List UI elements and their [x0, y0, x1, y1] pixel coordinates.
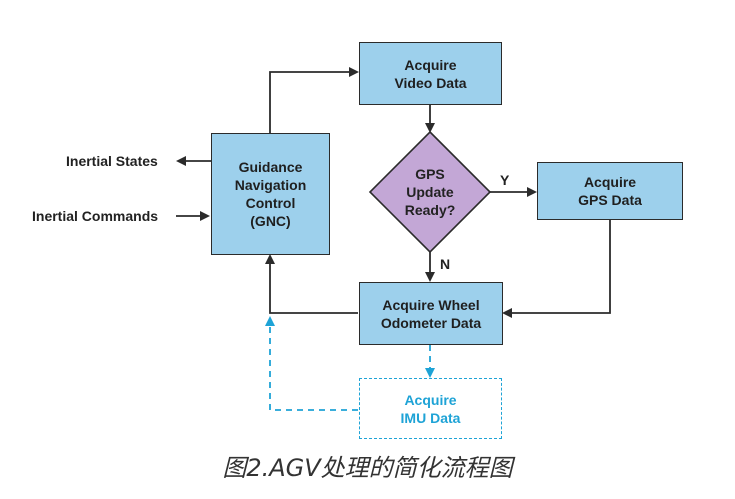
imu-data-box: Acquire IMU Data	[359, 378, 502, 439]
gps-decision-diamond	[368, 130, 492, 254]
gps-decision-label: GPS Update Ready?	[404, 166, 456, 218]
inertial-states-label: Inertial States	[66, 153, 158, 169]
figure-caption: 图2.AGV处理的简化流程图	[222, 454, 513, 482]
arrow-wheel-to-gnc	[265, 254, 358, 314]
arrow-gps-to-wheel	[502, 220, 611, 318]
gps-data-box: Acquire GPS Data	[537, 162, 683, 220]
yes-label: Y	[500, 172, 510, 188]
wheel-odometer-box: Acquire Wheel Odometer Data	[359, 282, 503, 345]
video-data-box: Acquire Video Data	[359, 42, 502, 105]
arrow-gnc-to-video	[269, 67, 359, 133]
gnc-box: Guidance Navigation Control (GNC)	[211, 133, 330, 255]
inertial-commands-label: Inertial Commands	[32, 208, 159, 224]
no-label: N	[440, 256, 451, 272]
dashed-arrow-imu-to-gnc	[265, 316, 358, 411]
